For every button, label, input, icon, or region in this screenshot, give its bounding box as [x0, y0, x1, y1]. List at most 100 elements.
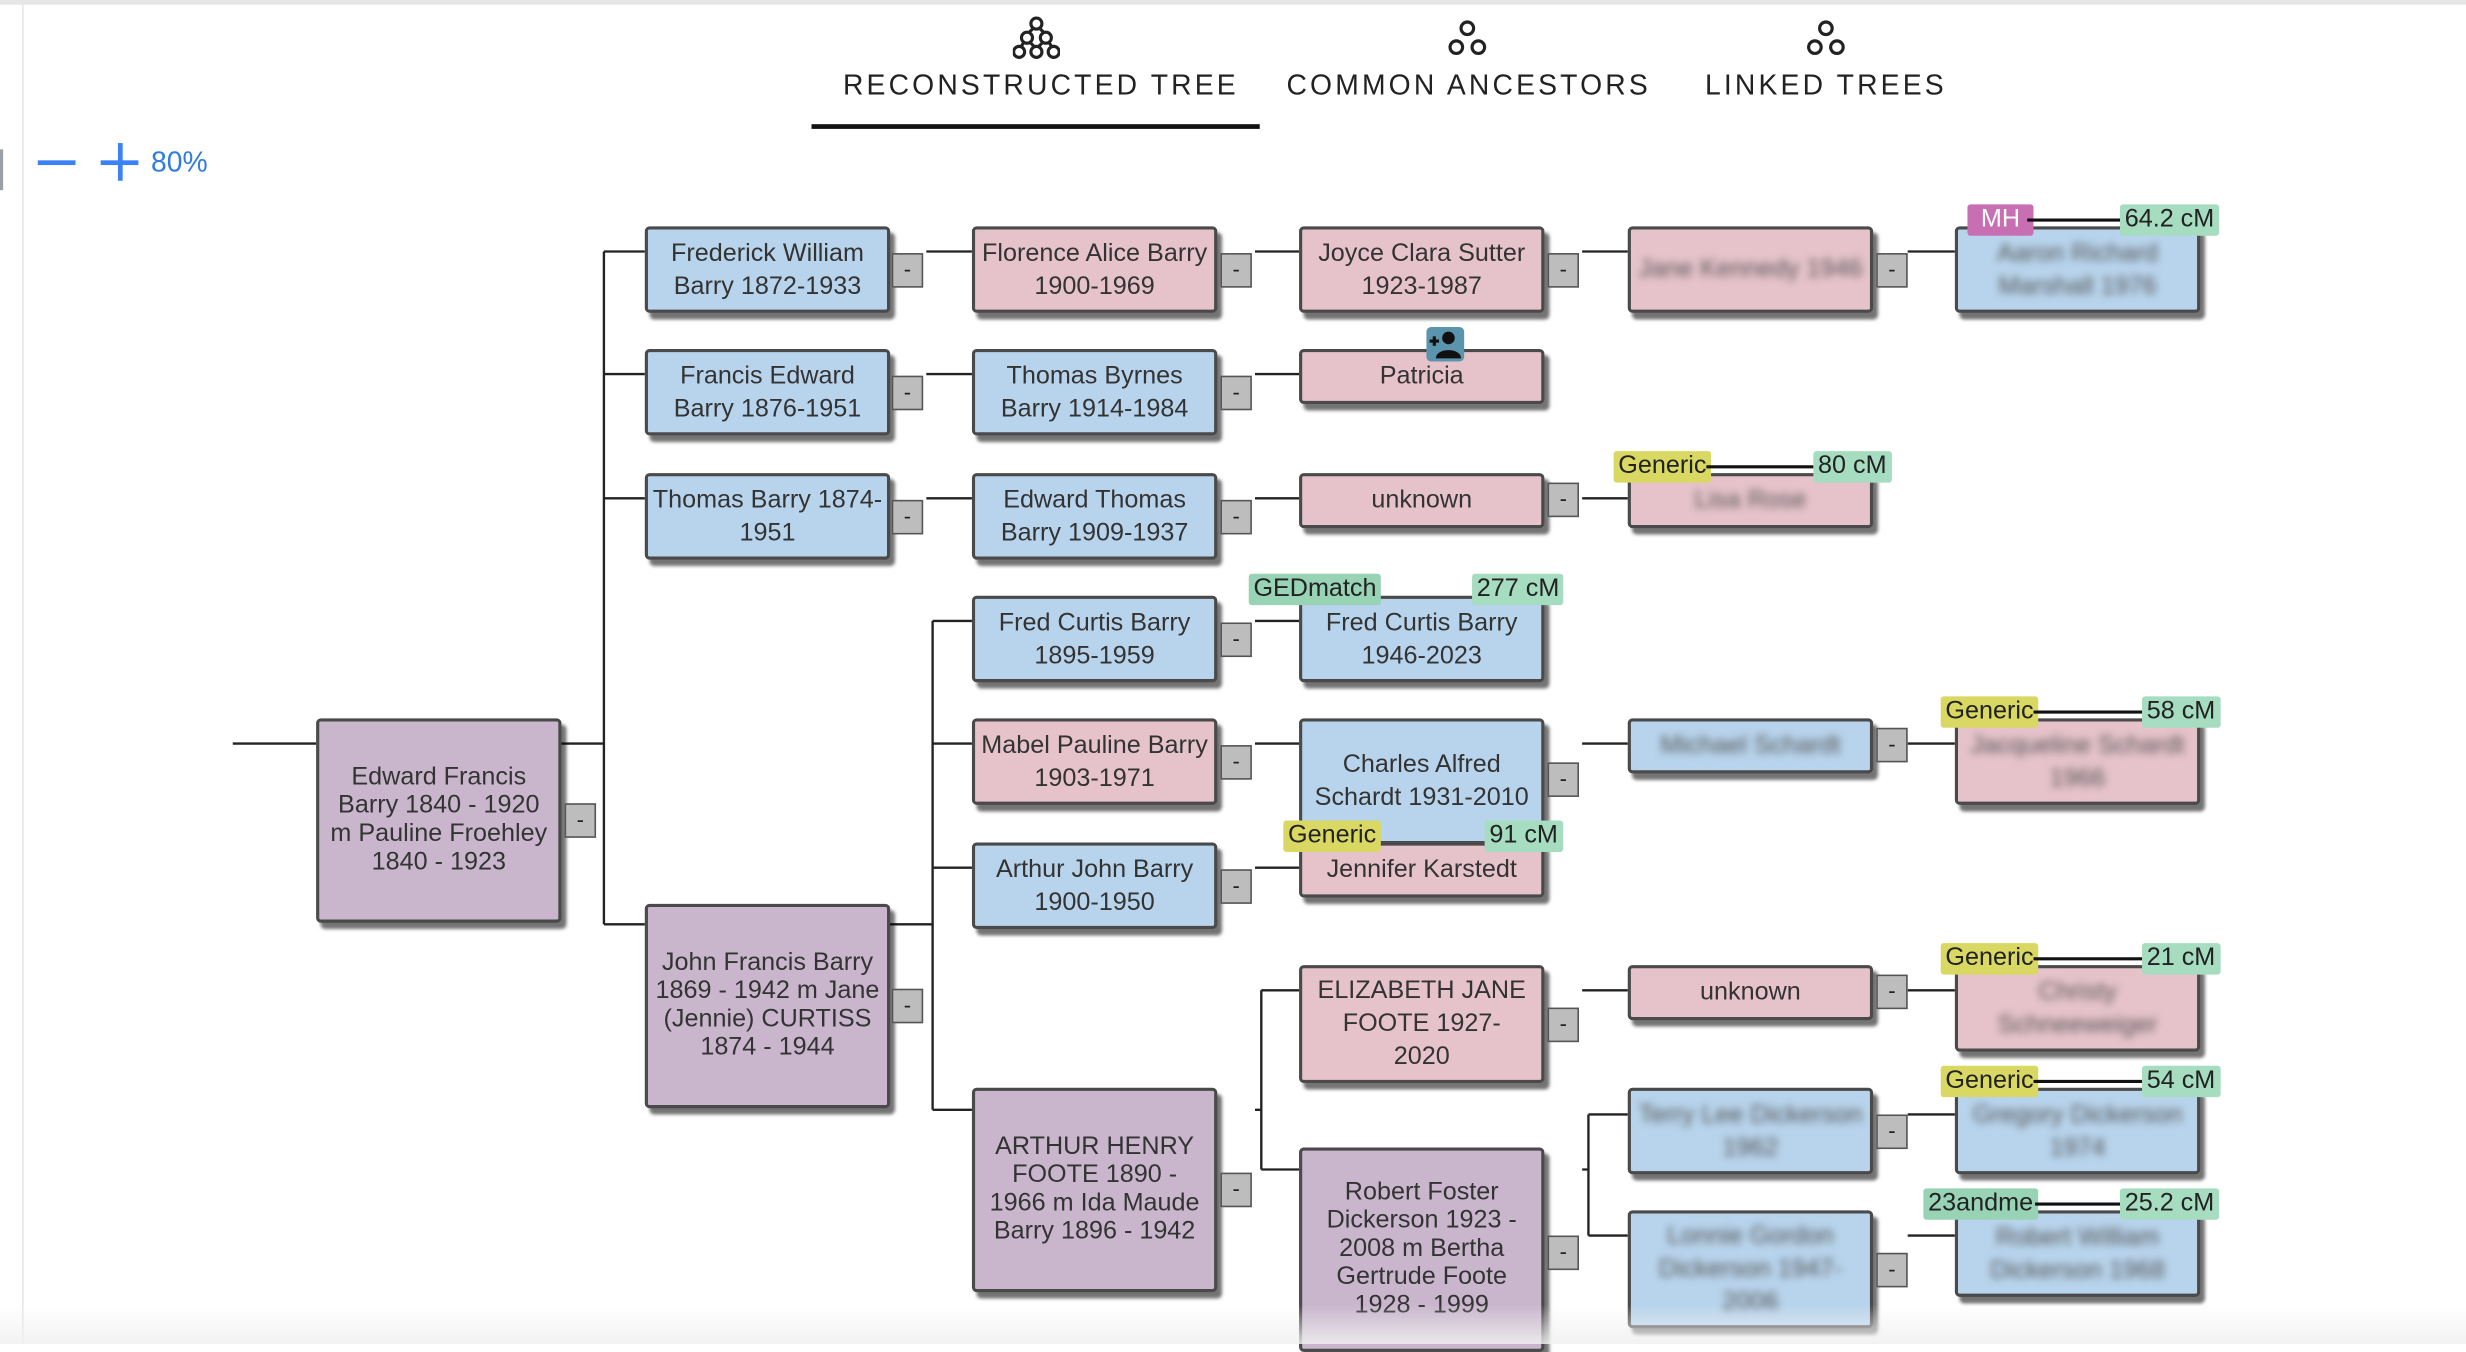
- match-source-badge: Generic: [1940, 696, 2039, 728]
- collapse-button[interactable]: -: [1547, 1007, 1579, 1043]
- person-john-francis-barry[interactable]: John Francis Barry 1869 - 1942 m Jane (J…: [644, 903, 891, 1109]
- collapse-button[interactable]: -: [1547, 482, 1579, 518]
- person-mabel-pauline-barry[interactable]: Mabel Pauline Barry 1903-1971: [971, 718, 1218, 805]
- panel-resize-handle[interactable]: [0, 149, 4, 191]
- person-match-5[interactable]: Jacqueline Schardt 1966: [1954, 718, 2201, 805]
- collapse-button[interactable]: -: [1876, 727, 1908, 763]
- collapse-button[interactable]: -: [1220, 1172, 1252, 1208]
- collapse-button[interactable]: -: [1876, 1114, 1908, 1150]
- person-arthur-henry-foote[interactable]: ARTHUR HENRY FOOTE 1890 - 1966 m Ida Mau…: [971, 1087, 1218, 1293]
- person-label: Arthur John Barry 1900-1950: [995, 855, 1194, 916]
- active-tab-indicator: [811, 124, 1260, 129]
- collapse-button[interactable]: -: [1220, 869, 1252, 904]
- person-thomas-barry[interactable]: Thomas Barry 1874-1951: [644, 473, 891, 560]
- collapse-button[interactable]: -: [1876, 974, 1908, 1010]
- match-cm-badge: 64.2 cM: [2119, 204, 2219, 236]
- person-label: Michael Schardt: [1660, 732, 1841, 760]
- person-label: Fred Curtis Barry 1895-1959: [998, 609, 1191, 669]
- person-fred-curtis-barry-1895[interactable]: Fred Curtis Barry 1895-1959: [971, 595, 1218, 683]
- collapse-button[interactable]: -: [891, 253, 924, 288]
- zoom-level: 80%: [150, 145, 208, 177]
- collapse-button[interactable]: -: [891, 499, 924, 535]
- person-fred-curtis-barry-1946[interactable]: Fred Curtis Barry 1946-2023: [1299, 595, 1545, 683]
- zoom-controls: 80%: [35, 138, 208, 185]
- collapse-button[interactable]: -: [1220, 622, 1252, 658]
- person-label: Mabel Pauline Barry 1903-1971: [981, 731, 1208, 792]
- person-francis-edward-barry[interactable]: Francis Edward Barry 1876-1951: [644, 348, 891, 436]
- person-label: unknown: [1700, 979, 1801, 1007]
- person-label: Jane Kennedy 1946: [1638, 256, 1863, 283]
- collapse-button[interactable]: -: [1220, 375, 1252, 411]
- person-match-8[interactable]: Gregory Dickerson 1974: [1954, 1087, 2201, 1175]
- person-label: Edward Francis Barry 1840 - 1920 m Pauli…: [330, 763, 548, 876]
- person-florence-alice-barry[interactable]: Florence Alice Barry 1900-1969: [971, 226, 1218, 313]
- match-source-badge: Generic: [1283, 820, 1381, 852]
- tab-linked-trees[interactable]: LINKED TREES: [1699, 16, 1954, 102]
- zoom-in-icon[interactable]: [98, 140, 142, 184]
- collapse-button[interactable]: -: [891, 988, 924, 1024]
- tab-common-ancestors[interactable]: COMMON ANCESTORS: [1286, 16, 1648, 102]
- person-edward-francis-barry[interactable]: Edward Francis Barry 1840 - 1920 m Pauli…: [316, 718, 562, 923]
- person-label: Edward Thomas Barry 1909-1937: [1000, 486, 1189, 547]
- tab-label: RECONSTRUCTED TREE: [842, 69, 1239, 101]
- person-label: ARTHUR HENRY FOOTE 1890 - 1966 m Ida Mau…: [989, 1133, 1200, 1245]
- person-arthur-john-barry[interactable]: Arthur John Barry 1900-1950: [971, 842, 1218, 929]
- collapse-button[interactable]: -: [1220, 745, 1252, 780]
- add-person-icon[interactable]: [1426, 326, 1465, 362]
- collapse-button[interactable]: -: [1876, 1252, 1908, 1288]
- add-person-glyph: [1429, 331, 1462, 359]
- person-private-7[interactable]: Terry Lee Dickerson 1962: [1627, 1087, 1874, 1175]
- person-label: Thomas Barry 1874-1951: [652, 486, 883, 547]
- match-cm-badge: 21 cM: [2142, 943, 2220, 975]
- match-source-badge: 23andme: [1923, 1188, 2038, 1220]
- collapse-button[interactable]: -: [1220, 499, 1252, 535]
- collapse-button[interactable]: -: [1547, 1235, 1579, 1271]
- person-label: Florence Alice Barry 1900-1969: [982, 239, 1208, 300]
- person-thomas-byrnes-barry[interactable]: Thomas Byrnes Barry 1914-1984: [971, 348, 1218, 436]
- collapse-button[interactable]: -: [1876, 253, 1908, 288]
- match-cm-badge: 54 cM: [2142, 1065, 2220, 1098]
- tree-icon: [1012, 16, 1060, 59]
- linked-trees-icon: [1807, 20, 1845, 56]
- person-label: Lisa Rose: [1694, 487, 1807, 515]
- left-panel-border: [22, 0, 24, 1344]
- match-source-badge: GEDmatch: [1248, 573, 1382, 606]
- person-label: Joyce Clara Sutter 1923-1987: [1318, 239, 1526, 300]
- collapse-button[interactable]: -: [1547, 762, 1579, 797]
- person-label: Frederick William Barry 1872-1933: [671, 239, 864, 300]
- tab-label: COMMON ANCESTORS: [1286, 69, 1651, 101]
- person-frederick-william-barry[interactable]: Frederick William Barry 1872-1933: [644, 226, 891, 313]
- top-border: [0, 0, 2466, 5]
- match-source-badge: Generic: [1940, 943, 2039, 975]
- person-patricia[interactable]: Patricia: [1299, 348, 1545, 404]
- person-match-6[interactable]: Christy Schneeweiger: [1954, 965, 2201, 1052]
- match-cm-badge: 58 cM: [2142, 696, 2220, 728]
- person-label: Thomas Byrnes Barry 1914-1984: [1000, 362, 1189, 423]
- person-match-1[interactable]: Aaron Richard Marshall 1976: [1954, 226, 2201, 313]
- person-label: John Francis Barry 1869 - 1942 m Jane (J…: [655, 949, 880, 1062]
- zoom-out-icon[interactable]: [35, 140, 79, 184]
- person-unknown-2[interactable]: unknown: [1627, 965, 1874, 1021]
- person-private-1[interactable]: Jane Kennedy 1946: [1627, 226, 1874, 313]
- person-unknown[interactable]: unknown: [1299, 473, 1545, 529]
- person-label: Fred Curtis Barry 1946-2023: [1325, 609, 1518, 669]
- person-elizabeth-jane-foote[interactable]: ELIZABETH JANE FOOTE 1927-2020: [1299, 965, 1545, 1084]
- person-label: Aaron Richard Marshall 1976: [1997, 239, 2158, 300]
- match-cm-badge: 25.2 cM: [2119, 1188, 2219, 1220]
- person-edward-thomas-barry[interactable]: Edward Thomas Barry 1909-1937: [971, 473, 1218, 560]
- scroll-fade: [0, 1304, 2466, 1344]
- person-match-10[interactable]: Robert William Dickerson 1968: [1954, 1210, 2201, 1297]
- collapse-button[interactable]: -: [891, 375, 924, 411]
- collapse-button[interactable]: -: [1547, 253, 1579, 288]
- person-label: Christy Schneeweiger: [1997, 978, 2158, 1039]
- collapse-button[interactable]: -: [564, 803, 597, 838]
- tab-label: LINKED TREES: [1705, 69, 1947, 101]
- match-cm-badge: 80 cM: [1813, 451, 1892, 483]
- tab-reconstructed-tree[interactable]: RECONSTRUCTED TREE: [842, 16, 1239, 102]
- person-joyce-clara-sutter[interactable]: Joyce Clara Sutter 1923-1987: [1299, 226, 1545, 313]
- collapse-button[interactable]: -: [1220, 253, 1252, 288]
- person-private-4[interactable]: Michael Schardt: [1627, 718, 1874, 774]
- person-label: Robert William Dickerson 1968: [1990, 1223, 2165, 1284]
